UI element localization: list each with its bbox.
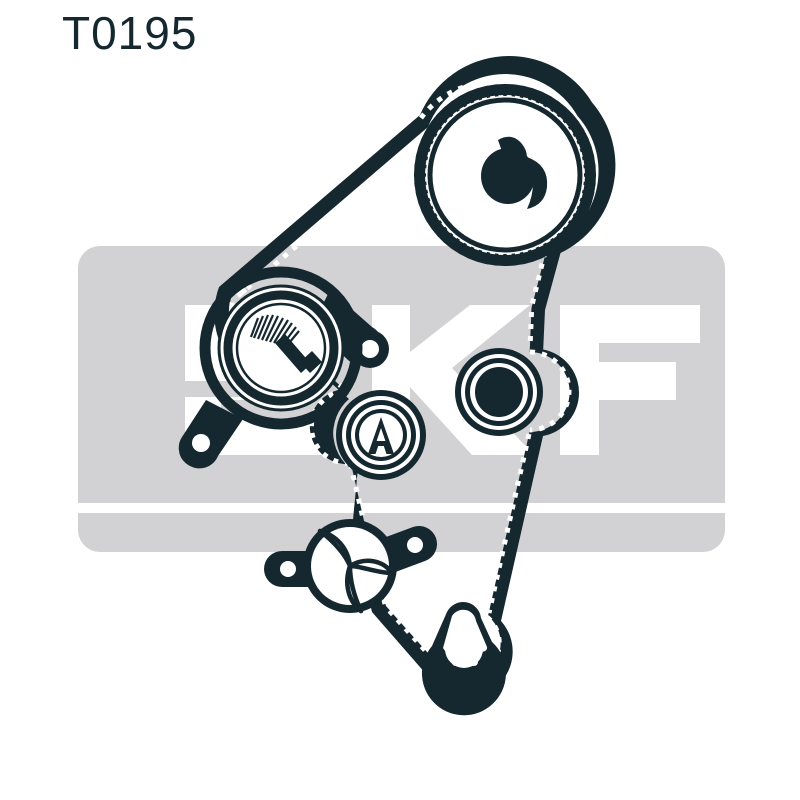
- tensioner-pointer-icon: [275, 334, 322, 373]
- idler-pulley-a: [336, 390, 426, 480]
- impeller-icon: [317, 528, 395, 614]
- idler-pulley-right: [455, 348, 543, 436]
- crankshaft-sprocket: [421, 602, 506, 716]
- timing-belt: [214, 56, 616, 698]
- camshaft-pulley: [414, 84, 596, 266]
- camshaft-hub: [481, 136, 548, 209]
- water-pump: [264, 519, 438, 614]
- letter-a-marking: [368, 417, 394, 454]
- belt-tensioner: [178, 266, 389, 469]
- page-title: T0195: [62, 7, 198, 59]
